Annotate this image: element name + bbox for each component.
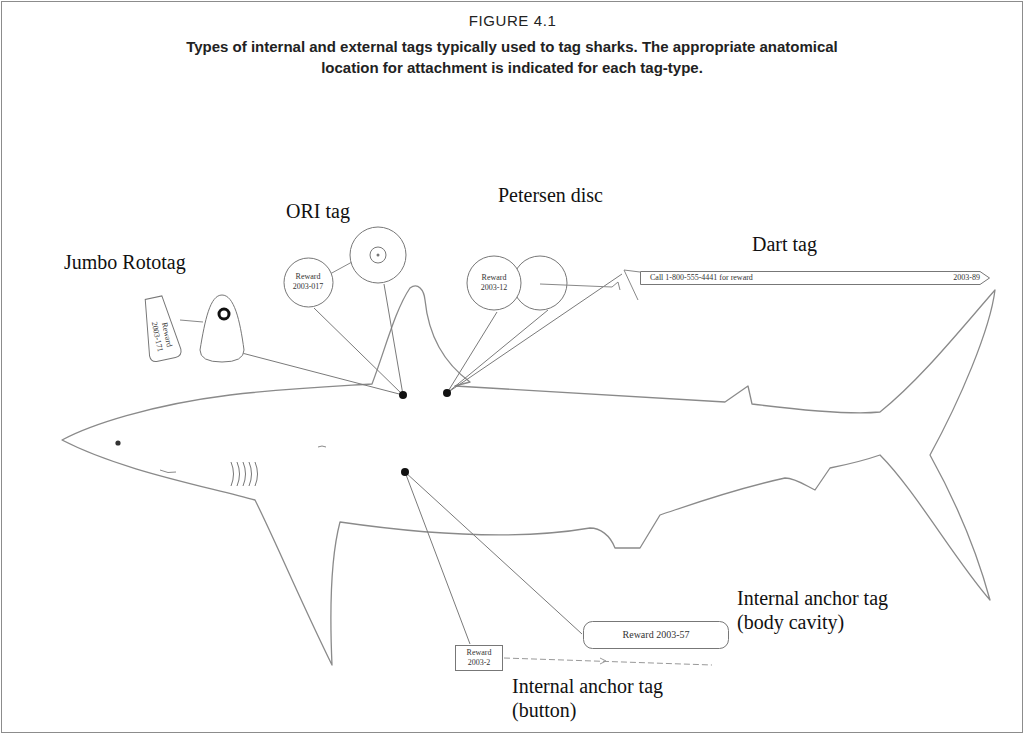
dart-head — [624, 270, 640, 300]
tag-text-group: Reward 2003-017 — [288, 272, 328, 291]
shark-eye — [115, 440, 120, 445]
button-tag: Reward 2003-2 — [455, 645, 503, 671]
leader-line — [405, 472, 582, 634]
anchor-tag-outline — [584, 622, 729, 649]
attachment-dot — [399, 391, 407, 399]
rototag-male-part — [200, 295, 244, 362]
leader-line — [405, 472, 470, 644]
gill-slits — [231, 462, 258, 486]
tag-type-label: Internal anchor tag (button) — [512, 674, 664, 722]
ori-link — [330, 262, 352, 274]
disc-outline — [467, 256, 521, 310]
tag-outline-rect — [456, 646, 503, 671]
leader-line — [447, 312, 497, 393]
leader-lines — [238, 274, 622, 644]
gill-slit — [237, 462, 240, 486]
tag-text: Call 1-800-555-4441 for reward — [650, 273, 753, 283]
attachment-dot — [401, 468, 409, 476]
leader-line — [238, 352, 403, 395]
tag-text: Reward 2003-12 — [474, 273, 514, 292]
tag-type-label: Petersen disc — [498, 183, 603, 207]
gill-slit — [231, 462, 234, 486]
tag-text: Reward 2003-017 — [288, 272, 328, 291]
rototag-tag: Reward 2003-171 — [137, 292, 184, 364]
petersen-pin — [540, 282, 620, 290]
streamer-mark — [600, 658, 606, 664]
tag-text: 2003-89 — [953, 273, 980, 283]
body-cavity-tag: Reward 2003-57 — [583, 621, 729, 649]
tag-text: Reward 2003-57 — [623, 629, 690, 641]
figure-caption: Types of internal and external tags typi… — [162, 36, 862, 78]
gill-slit — [255, 462, 258, 486]
gill-slit — [249, 462, 252, 486]
disc-outline — [284, 258, 333, 307]
rototag-hole — [219, 309, 229, 319]
streamer-outline — [641, 272, 990, 285]
leader-line — [447, 310, 548, 393]
rototag-outline — [138, 294, 182, 362]
shark-mark — [318, 446, 326, 447]
tag-text-group: Reward 2003-2 — [461, 648, 497, 667]
ori-disc-ring — [370, 247, 386, 263]
leader-line — [384, 284, 403, 395]
tag-text-group: Reward 2003-12 — [474, 273, 514, 292]
ori-disc: Reward 2003-017 — [283, 257, 334, 308]
tag-type-label: Jumbo Rototag — [64, 250, 186, 274]
ori-back-disc — [350, 227, 406, 283]
tag-type-label: Internal anchor tag (body cavity) — [737, 586, 889, 634]
tag-text-group: Reward 2003-57 — [623, 629, 690, 641]
ori-disc-center — [377, 254, 380, 257]
shark-outline — [62, 286, 995, 665]
shark-mouth — [160, 470, 176, 473]
leader-line — [314, 308, 403, 395]
button-streamer — [504, 658, 712, 665]
tag-type-label: Dart tag — [752, 232, 817, 256]
petersen-disc: Reward 2003-12 — [466, 255, 522, 311]
figure-title: FIGURE 4.1 — [0, 12, 1025, 29]
tag-type-label: ORI tag — [286, 199, 350, 223]
attachment-dot — [443, 389, 451, 397]
rototag-link — [180, 320, 203, 322]
dart-tag-streamer: Call 1-800-555-4441 for reward 2003-89 — [640, 271, 990, 285]
tag-text-group: Call 1-800-555-4441 for reward 2003-89 — [650, 273, 980, 283]
gill-slit — [243, 462, 246, 486]
tag-text: Reward 2003-2 — [461, 648, 497, 667]
